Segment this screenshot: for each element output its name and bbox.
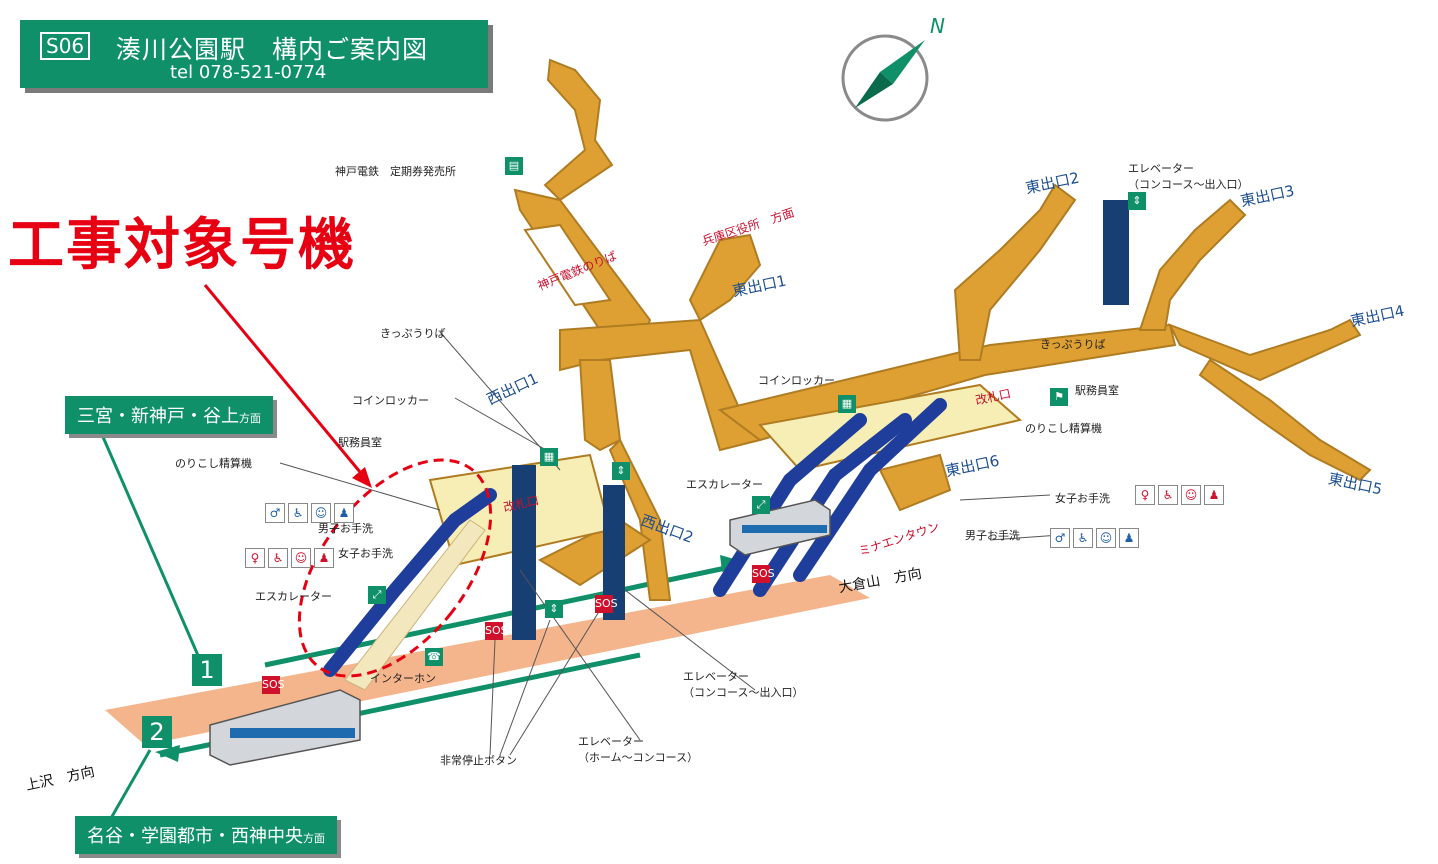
escalator-icon-east: ⤢ [752,496,770,514]
label-mens-toilet-east: 男子お手洗 [965,529,1020,542]
woman-icon: ♀ [1135,485,1155,505]
label-ticket-west: きっぷうりば [380,327,446,340]
coin-locker-icon-west: ▦ [540,448,558,466]
label-ticket-east: きっぷうりば [1040,338,1106,351]
label-mens-toilet-west: 男子お手洗 [318,522,373,535]
station-tel: tel 078-521-0774 [170,62,327,83]
baby-icon: ☺ [311,503,331,523]
highlight-ellipse [297,458,493,678]
mens-toilet-icons-west: ♂ ♿ ☺ ♟ [265,503,354,523]
elevator-shaft-east [1103,200,1129,305]
label-escalator-west: エスカレーター [255,590,332,603]
track-number-2: 2 [142,716,172,748]
baby-icon: ☺ [1096,528,1116,548]
direction-line-top [98,429,202,661]
train-car-upper [729,499,831,556]
woman-figure-icon: ♟ [1204,485,1224,505]
station-office-icon-east: ⚑ [1050,388,1068,406]
direction-arrow-left [155,745,180,762]
compass-icon [841,34,929,122]
label-escalator-east: エスカレーター [686,478,763,491]
label-station-office-east: 駅務員室 [1075,384,1119,397]
highlight-arrow-head [352,467,372,488]
woman-icon: ♀ [245,548,265,568]
label-intercom: インターホン [370,672,436,685]
station-title-box: S06 湊川公園駅 構内ご案内図 tel 078-521-0774 [20,20,488,88]
label-kobe-dentetsu-pass: 神戸電鉄 定期券発売所 [335,165,456,178]
mens-toilet-icons-east: ♂ ♿ ☺ ♟ [1050,528,1139,548]
coin-locker-icon-east: ▦ [838,395,856,413]
wheelchair-icon: ♿ [268,548,288,568]
label-station-office-west: 駅務員室 [338,436,382,449]
elevator-icon-center: ⇕ [612,462,630,480]
sos-button-1: SOS [262,676,285,694]
direction-bottom-suffix: 方面 [303,832,325,845]
station-code: S06 [40,32,91,60]
label-womens-toilet-west: 女子お手洗 [338,547,393,560]
kobe-dentetsu-platform [523,223,612,307]
intercom-icon: ☎ [425,648,443,666]
highlight-label: 工事対象号機 [8,213,356,278]
sos-button-2: SOS [485,622,508,640]
direction-line-bottom [108,749,152,821]
track-number-1: 1 [192,654,222,686]
label-emergency-stop: 非常停止ボタン [440,754,517,767]
label-fare-adjust-west: のりこし精算機 [175,457,252,470]
baby-icon: ☺ [291,548,311,568]
man-icon: ♂ [265,503,285,523]
leader-lines [279,331,1061,756]
highlight-arrow-line [203,284,367,479]
direction-box-top: 三宮・新神戸・谷上方面 [65,396,273,434]
escalator-icon-west: ⤢ [368,586,386,604]
elevator-icon-platform: ⇕ [545,600,563,618]
label-elevator-concourse-west: エレベーター （コンコース〜出入口） [683,670,804,699]
ticket-office-icon: ▤ [505,157,523,175]
direction-top-suffix: 方面 [239,412,261,425]
direction-top-text: 三宮・新神戸・谷上 [77,406,239,427]
compass-letter: N [930,14,945,38]
label-coin-locker-east: コインロッカー [758,374,835,387]
baby-icon: ☺ [1181,485,1201,505]
sos-button-4: SOS [752,565,775,583]
direction-bottom-text: 名谷・学園都市・西神中央 [87,826,303,847]
wheelchair-icon: ♿ [1158,485,1178,505]
elevator-icon-east: ⇕ [1128,192,1146,210]
sos-button-3: SOS [595,595,618,613]
station-name: 湊川公園駅 構内ご案内図 [116,35,429,64]
elevator-shaft-west [512,465,536,640]
label-coin-locker-west: コインロッカー [352,394,429,407]
woman-figure-icon: ♟ [314,548,334,568]
train-car-lower [209,689,361,766]
label-elevator-east: エレベーター （コンコース〜出入口） [1128,162,1249,191]
escalators [323,398,947,677]
label-fare-adjust-east: のりこし精算機 [1025,422,1102,435]
wheelchair-icon: ♿ [1073,528,1093,548]
elevator-shaft-center [603,485,625,620]
wheelchair-icon: ♿ [288,503,308,523]
man-icon: ♂ [1050,528,1070,548]
label-womens-toilet-east: 女子お手洗 [1055,492,1110,505]
womens-toilet-icons-east: ♀ ♿ ☺ ♟ [1135,485,1224,505]
man-figure-icon: ♟ [334,503,354,523]
womens-toilet-icons-west: ♀ ♿ ☺ ♟ [245,548,334,568]
direction-box-bottom: 名谷・学園都市・西神中央方面 [75,816,337,854]
escalator-stairs [344,519,486,691]
man-figure-icon: ♟ [1119,528,1139,548]
label-elevator-platform: エレベーター （ホーム〜コンコース） [578,735,699,764]
